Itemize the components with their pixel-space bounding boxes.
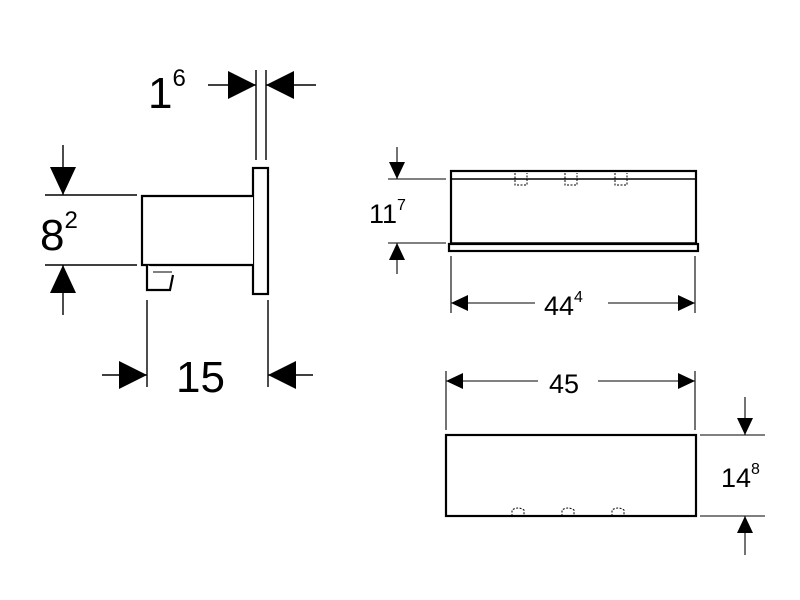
dim-label-bottom-height: 148 [721, 461, 760, 493]
side-view-hook-tip [145, 265, 175, 292]
arrow-right-icon [119, 361, 147, 389]
front-view [447, 169, 700, 253]
front-view-bottom-lip [447, 242, 700, 253]
dim-side-thickness: 16 [148, 65, 316, 160]
hidden-slot [564, 173, 578, 186]
arrow-right-icon [678, 295, 695, 311]
arrow-left-icon [266, 71, 294, 99]
hidden-hook-tip [511, 507, 525, 516]
arrow-down-icon [50, 167, 76, 195]
hidden-hook-tip [611, 507, 625, 516]
dim-front-height: 117 [369, 147, 446, 274]
dim-side-height: 82 [40, 145, 137, 315]
side-view-hook-body [140, 194, 253, 267]
bottom-view-outline [444, 433, 698, 518]
dim-label-side-depth: 15 [176, 353, 225, 402]
front-view-outline [449, 169, 698, 246]
hidden-slot [614, 173, 628, 186]
dim-side-depth: 15 [102, 300, 313, 402]
arrow-up-icon [389, 243, 405, 260]
dim-bottom-width: 45 [445, 369, 696, 430]
arrow-right-icon [228, 71, 256, 99]
dim-label-side-height: 82 [40, 207, 78, 260]
hidden-hook-tip [561, 507, 575, 516]
arrow-up-icon [50, 265, 76, 293]
arrow-left-icon [451, 295, 468, 311]
side-view-mounting-plate [251, 166, 270, 296]
arrow-down-icon [389, 162, 405, 179]
dim-label-front-width: 444 [544, 289, 583, 321]
arrow-left-icon [268, 361, 296, 389]
hidden-slot [514, 173, 528, 186]
arrow-right-icon [678, 373, 695, 389]
dim-bottom-height: 148 [700, 397, 765, 555]
dim-front-width: 444 [450, 256, 696, 321]
dim-label-side-thickness: 16 [148, 65, 186, 118]
side-view [140, 166, 270, 296]
arrow-down-icon [737, 418, 753, 435]
arrow-up-icon [737, 516, 753, 533]
dim-label-front-height: 117 [369, 197, 406, 229]
bottom-view [444, 433, 698, 518]
arrow-left-icon [446, 373, 463, 389]
dim-label-bottom-width: 45 [549, 369, 579, 399]
